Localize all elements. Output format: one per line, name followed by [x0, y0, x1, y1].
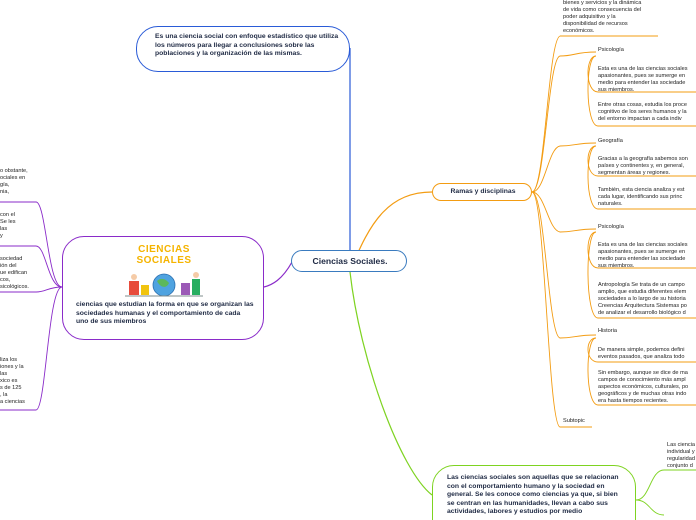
- bottom-bubble-text: Las ciencias sociales son aquellas que s…: [447, 474, 619, 515]
- group-1-item-2: Entre otras cosas, estudia los proce cog…: [598, 102, 687, 122]
- left-fragment-3: sociedad ión del ue edifican cos, sicoló…: [0, 256, 29, 290]
- subtopic-label[interactable]: Subtopic: [563, 418, 585, 424]
- group-2-item-1: Gracias a la geografía sabemos son paíse…: [598, 156, 688, 176]
- left-fragment-1: o obstante, ociales en gía, nia,: [0, 168, 28, 195]
- left-branches: [0, 201, 63, 411]
- group-1-item-1: Esta es una de las ciencias sociales apa…: [598, 66, 688, 93]
- bottom-bubble[interactable]: Las ciencias sociales son aquellas que s…: [432, 465, 636, 520]
- ramas-node[interactable]: Ramas y disciplinas: [432, 183, 532, 201]
- bottom-branches: [635, 469, 696, 516]
- logo-line1: CIENCIAS: [138, 244, 190, 255]
- definition-bubble[interactable]: Es una ciencia social con enfoque estadí…: [136, 26, 350, 72]
- group-3-title[interactable]: Psicología: [598, 224, 624, 230]
- link-central-left: [263, 261, 293, 288]
- group-4-item-2: Sin embargo, aunque se dice de ma campos…: [598, 370, 689, 404]
- ramas-label: Ramas y disciplinas: [450, 188, 516, 195]
- group-2-item-2: También, esta ciencia analiza y est cada…: [598, 187, 685, 207]
- group-3-item-1: Esta es una de las ciencias sociales apa…: [598, 242, 688, 269]
- group-2-title[interactable]: Geografía: [598, 138, 623, 144]
- left-fragment-4: liza los iones y la las xico es s de 125…: [0, 357, 25, 405]
- ramas-top-note: bienes y servicios y la dinámica de vida…: [563, 0, 642, 34]
- left-fragment-2: con el Se les las y: [0, 212, 16, 239]
- group-1-title[interactable]: Psicología: [598, 47, 624, 53]
- central-node[interactable]: Ciencias Sociales.: [291, 250, 407, 272]
- group-4-item-1: De manera simple, podemos defini eventos…: [598, 347, 685, 360]
- logo-illustration: [125, 272, 203, 297]
- link-central-bottom: [349, 271, 433, 496]
- central-label: Ciencias Sociales.: [312, 256, 388, 266]
- left-bubble-text: ciencias que estudian la forma en que se…: [76, 301, 254, 325]
- definition-text: Es una ciencia social con enfoque estadí…: [155, 33, 339, 57]
- ramas-branches: [531, 35, 696, 428]
- left-bubble[interactable]: CIENCIAS SOCIALES ciencias que estudian …: [62, 236, 264, 340]
- group-3-item-2: Antropología Se trata de un campo amplio…: [598, 282, 687, 316]
- logo-line2: SOCIALES: [136, 255, 192, 266]
- bottom-right-note: Las ciencia individual y regularidad con…: [667, 442, 695, 469]
- ciencias-sociales-logo: CIENCIAS SOCIALES: [121, 243, 207, 299]
- group-4-title[interactable]: Historia: [598, 328, 617, 334]
